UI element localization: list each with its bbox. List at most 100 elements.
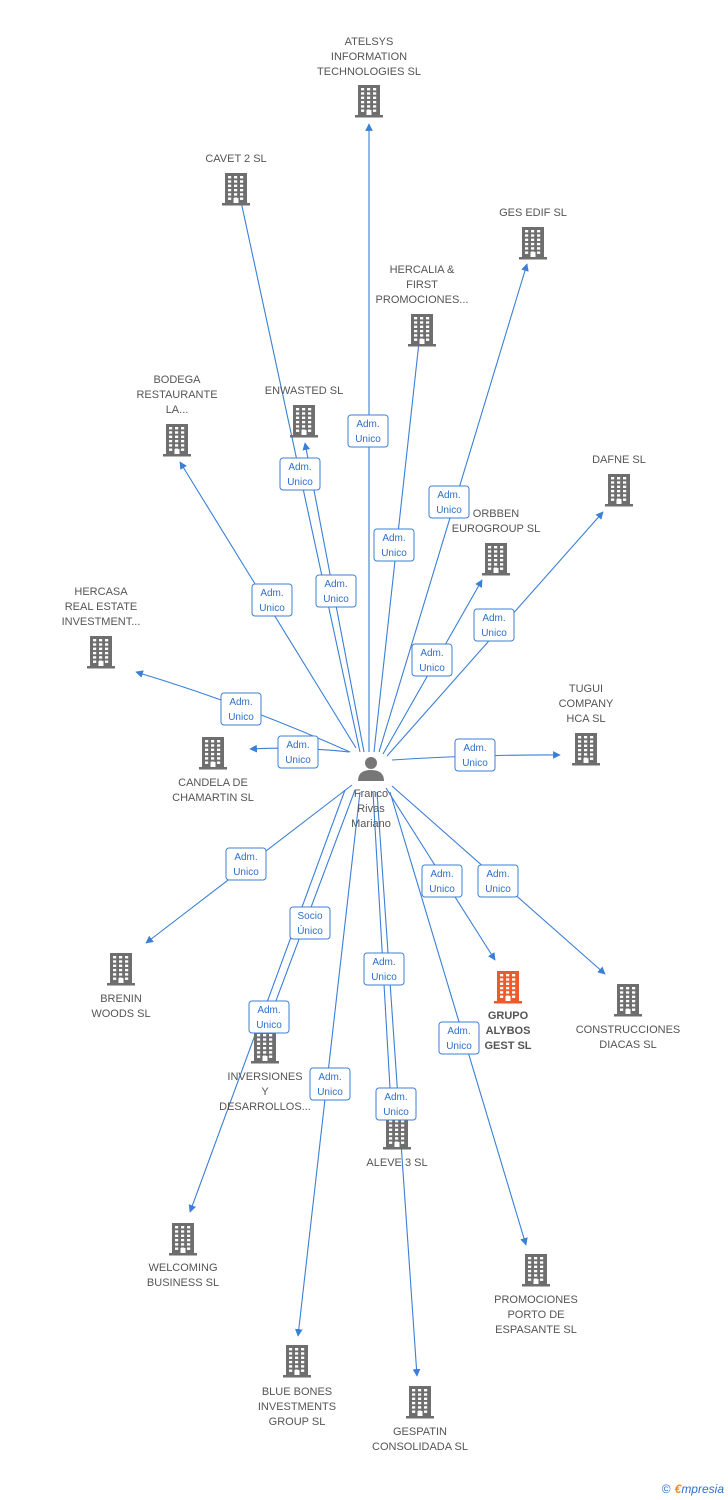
relation-label-line: Socio	[297, 911, 322, 922]
building-icon	[522, 1254, 550, 1287]
relation-label-line: Adm.	[384, 1092, 407, 1103]
company-label: REAL ESTATE	[65, 601, 138, 613]
company-node-bodega[interactable]: BODEGARESTAURANTELA...	[136, 374, 218, 457]
company-node-cavet[interactable]: CAVET 2 SL	[205, 153, 267, 206]
relation-label-bodega[interactable]: Adm.Unico	[251, 583, 293, 617]
company-label: LA...	[166, 404, 189, 416]
relation-label-line: Adm.	[260, 588, 283, 599]
company-label: ATELSYS	[345, 36, 394, 48]
company-node-welcoming[interactable]: WELCOMING BUSINESS SL	[147, 1223, 219, 1289]
relation-label-gesedif[interactable]: Adm.Unico	[428, 485, 470, 519]
relation-label-line: Adm.	[447, 1026, 470, 1037]
building-icon	[408, 314, 436, 347]
relation-label-line: Adm.	[286, 740, 309, 751]
company-node-gesedif[interactable]: GES EDIF SL	[499, 207, 567, 260]
company-label: WELCOMING	[148, 1262, 217, 1274]
company-label: ESPASANTE SL	[495, 1324, 577, 1336]
relation-label-line: Adm.	[382, 533, 405, 544]
building-icon	[222, 173, 250, 206]
company-node-aleve[interactable]: ALEVE 3 SL	[366, 1117, 428, 1169]
relation-label-line: Unico	[485, 884, 511, 895]
company-node-brenin[interactable]: BRENIN WOODS SL	[91, 953, 151, 1020]
relation-label-line: Adm.	[318, 1072, 341, 1083]
relation-label-enwasted[interactable]: Adm.Unico	[315, 574, 357, 608]
company-label: GESPATIN	[393, 1426, 447, 1438]
building-icon	[199, 737, 227, 770]
person-icon	[358, 757, 384, 781]
building-icon	[482, 543, 510, 576]
company-label: BUSINESS SL	[147, 1277, 219, 1289]
relation-label-gespatin[interactable]: Adm.Unico	[375, 1087, 417, 1121]
relation-label-line: Adm.	[356, 419, 379, 430]
building-icon	[163, 424, 191, 457]
building-icon	[107, 953, 135, 986]
company-node-grupo[interactable]: GRUPO ALYBOS GEST SL	[484, 971, 532, 1052]
relation-label-orbben[interactable]: Adm.Unico	[411, 643, 453, 677]
company-label: PROMOCIONES...	[376, 294, 469, 306]
company-label: WOODS SL	[91, 1008, 150, 1020]
company-node-enwasted[interactable]: ENWASTED SL	[265, 385, 343, 438]
relation-label-atelsys[interactable]: Adm.Unico	[347, 414, 389, 448]
relation-label-brenin[interactable]: Adm.Unico	[225, 847, 267, 881]
relation-label-line: Adm.	[257, 1005, 280, 1016]
relation-label-line: Adm.	[463, 743, 486, 754]
company-label: ALYBOS	[486, 1025, 531, 1037]
relation-label-hercasa[interactable]: Adm.Unico	[220, 692, 262, 726]
relation-label-dafne[interactable]: Adm.Unico	[473, 608, 515, 642]
company-label: CHAMARTIN SL	[172, 792, 254, 804]
company-node-gespatin[interactable]: GESPATIN CONSOLIDADA SL	[372, 1386, 468, 1453]
company-node-hercalia[interactable]: HERCALIA & FIRST PROMOCIONES...	[376, 264, 469, 347]
company-label: PORTO DE	[507, 1309, 564, 1321]
relation-label-welcoming[interactable]: Adm.Unico	[248, 1000, 290, 1034]
company-node-dafne[interactable]: DAFNE SL	[592, 454, 646, 507]
building-icon	[614, 984, 642, 1017]
brand-logo-e: €	[674, 1482, 682, 1496]
building-icon	[519, 227, 547, 260]
relation-label-cavet[interactable]: Adm.Unico	[279, 457, 321, 491]
relation-label-hercalia[interactable]: Adm. Unico	[373, 528, 415, 562]
company-label: HERCALIA &	[390, 264, 455, 276]
relation-label-line: Unico	[419, 663, 445, 674]
company-label: CONSOLIDADA SL	[372, 1441, 468, 1453]
company-label: BRENIN	[100, 993, 142, 1005]
relation-label-aleve[interactable]: Adm.Unico	[363, 952, 405, 986]
building-icon	[290, 405, 318, 438]
relation-label-construcciones[interactable]: Adm.Unico	[477, 864, 519, 898]
edge-promociones	[389, 791, 528, 1246]
company-label: HERCASA	[74, 586, 128, 598]
building-icon	[355, 85, 383, 118]
relation-label-line: Unico	[446, 1041, 472, 1052]
relation-label-line: Adm.	[430, 869, 453, 880]
relation-label-line: Adm.	[437, 490, 460, 501]
relation-label-line: Único	[297, 924, 323, 937]
relation-label-grupo[interactable]: Adm.Unico	[421, 864, 463, 898]
relation-label-bluebones[interactable]: Adm.Unico	[309, 1067, 351, 1101]
company-node-inversiones[interactable]: INVERSIONESYDESARROLLOS...	[219, 1031, 311, 1113]
company-label: GRUPO	[488, 1010, 529, 1022]
company-label: FIRST	[406, 279, 438, 291]
company-label: GEST SL	[484, 1040, 531, 1052]
relation-label-line: Unico	[371, 972, 397, 983]
relation-label-line: Unico	[381, 548, 407, 559]
relation-label-candela[interactable]: Adm.Unico	[277, 735, 319, 769]
company-label: RESTAURANTE	[136, 389, 217, 401]
company-label: Y	[261, 1086, 269, 1098]
company-label: GES EDIF SL	[499, 207, 567, 219]
relation-label-promociones[interactable]: Adm. Unico	[438, 1021, 480, 1055]
relation-label-line: Unico	[481, 628, 507, 639]
relation-label-tugui[interactable]: Adm.Unico	[454, 738, 496, 772]
company-label: DIACAS SL	[599, 1039, 656, 1051]
person-name: Mariano	[351, 818, 391, 830]
